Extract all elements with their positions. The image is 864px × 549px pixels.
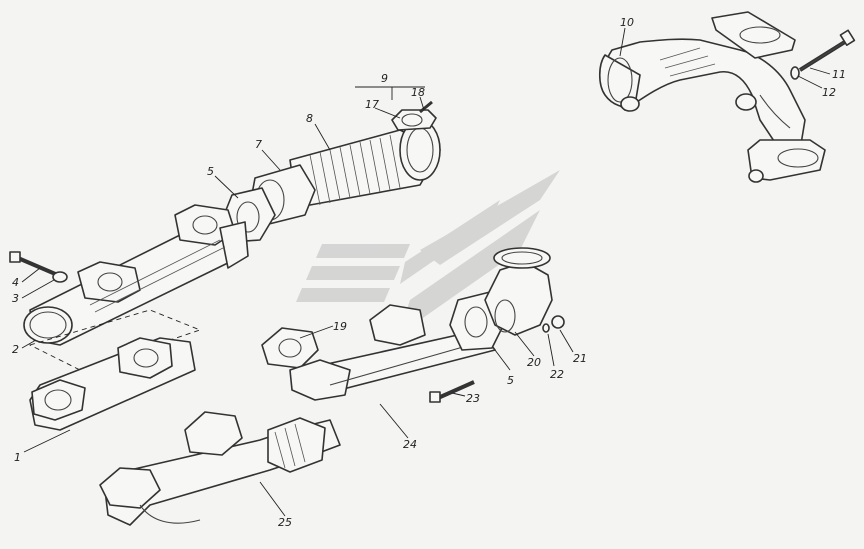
callout-4: 4 <box>12 276 19 289</box>
elbow-pipe-part-20 <box>484 247 553 336</box>
nut-part-21 <box>551 315 565 329</box>
callout-25: 25 <box>278 516 292 529</box>
front-manifold-part-25 <box>99 411 341 526</box>
callout-7: 7 <box>255 138 262 151</box>
callout-5-upper: 5 <box>207 165 214 178</box>
gasket-part-19 <box>261 327 319 369</box>
callout-1: 1 <box>14 451 21 464</box>
callout-20: 20 <box>527 356 541 369</box>
callout-3: 3 <box>12 292 19 305</box>
callout-23: 23 <box>466 392 480 405</box>
callout-24: 24 <box>403 438 417 451</box>
bolt-part-23 <box>429 380 475 403</box>
watermark-logo <box>296 170 560 330</box>
manifold-section-part-1 <box>28 309 202 431</box>
bolt-part-4 <box>9 251 61 278</box>
callout-21: 21 <box>573 352 587 365</box>
callout-8: 8 <box>306 112 313 125</box>
washer-part-22 <box>542 323 550 333</box>
washer-part-3 <box>52 271 68 283</box>
exhaust-elbow-part-10 <box>598 11 826 183</box>
callout-18: 18 <box>411 86 425 99</box>
callout-10: 10 <box>620 16 634 29</box>
callout-17: 17 <box>365 98 379 111</box>
callout-12: 12 <box>822 86 836 99</box>
callout-9: 9 <box>381 72 388 85</box>
callout-11: 11 <box>832 68 846 81</box>
callout-22: 22 <box>550 368 564 381</box>
bolt-part-11 <box>798 29 856 72</box>
upper-manifold-part-2 <box>23 204 249 346</box>
washer-part-12 <box>790 66 800 80</box>
callout-labels: 1 2 3 4 5 5 7 8 9 10 11 12 17 18 19 20 2… <box>12 16 846 529</box>
clamp-assembly-part-9 <box>391 100 437 131</box>
leader-lines <box>21 27 831 517</box>
callout-19: 19 <box>333 320 347 333</box>
callout-2: 2 <box>12 343 19 356</box>
callout-5-lower: 5 <box>507 374 514 387</box>
